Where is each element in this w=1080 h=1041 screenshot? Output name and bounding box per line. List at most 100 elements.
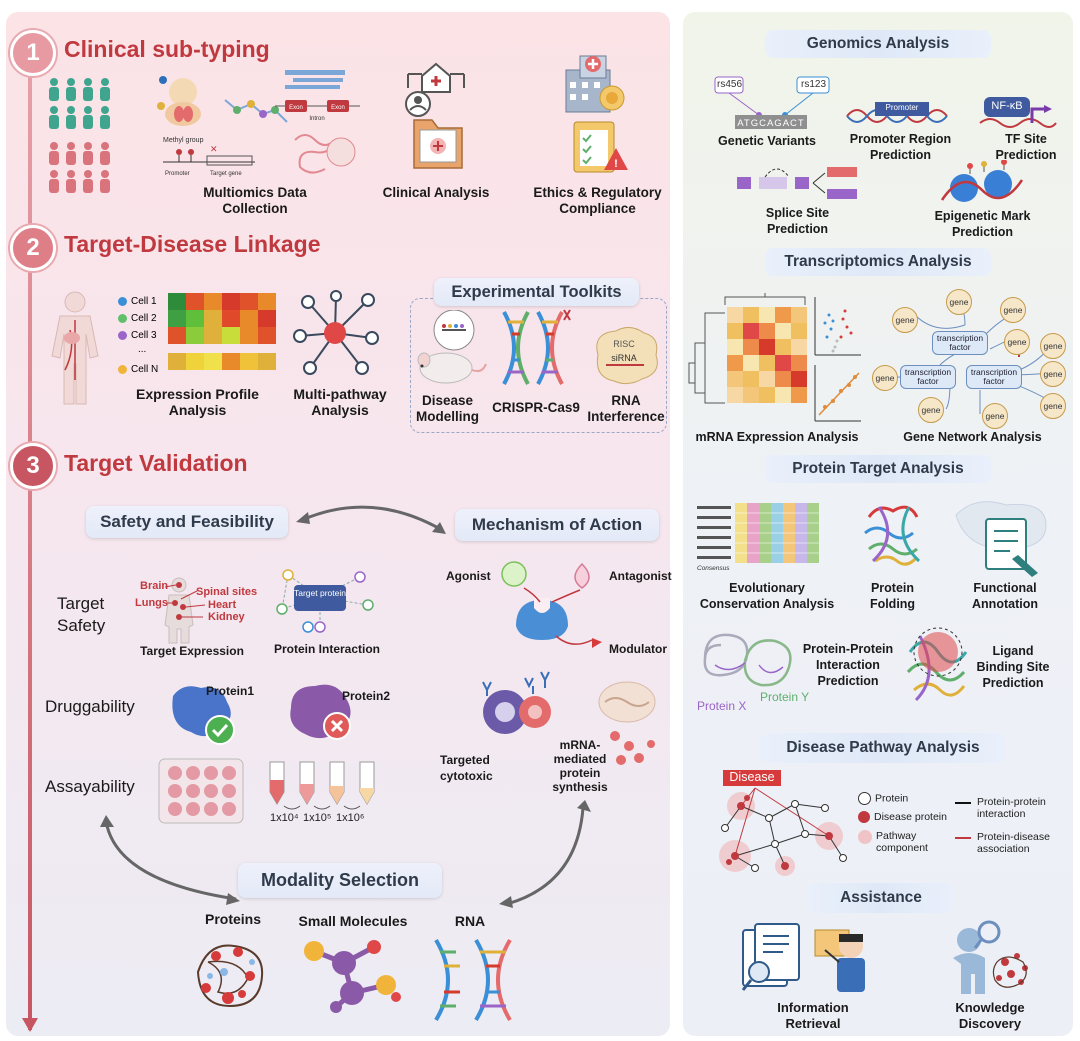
cell-row: ... <box>118 344 170 361</box>
splice-site-label: Splice Site Prediction <box>765 206 830 236</box>
patient-population-icon <box>49 78 110 193</box>
agonist-label: Agonist <box>446 569 491 583</box>
organ-kidney-label: Kidney <box>208 611 245 623</box>
small-molecule-icon <box>304 940 401 1013</box>
target-safety-text: Target Safety <box>57 594 106 635</box>
target-safety-label: Target Safety <box>57 593 117 637</box>
mechanism-of-action-pill: Mechanism of Action <box>455 509 659 541</box>
promoter-region-label: Promoter Region Prediction <box>849 132 952 162</box>
gene-node: gene <box>872 365 898 391</box>
dilution-1-label: 1x10⁴ <box>270 812 299 824</box>
nfkb-label: NF-κB <box>991 100 1023 112</box>
exon-1-text: Exon <box>289 105 303 111</box>
methyl-group-text: Methyl group <box>163 137 204 144</box>
tf-site-icon <box>979 97 1057 128</box>
protein-target-pill: Protein Target Analysis <box>765 455 991 483</box>
gene-node: gene <box>1004 329 1030 355</box>
timeline-bar <box>28 70 32 1030</box>
target-expression-label: Target Expression <box>140 644 244 658</box>
bidirectional-arrow-top <box>296 505 446 534</box>
modality-arrow-right <box>499 800 591 908</box>
transcription-factor-node: transcription factor <box>900 365 956 389</box>
dilution-2-label: 1x10⁵ <box>303 812 332 824</box>
genomics-analysis-pill: Genomics Analysis <box>765 30 991 58</box>
risc-text: RISC <box>613 339 635 349</box>
cell-dot-icon <box>118 297 127 306</box>
cell-label: Cell 3 <box>131 330 157 341</box>
section-2-number: 2 <box>10 225 56 271</box>
sequence-alignment-icon: Consensus <box>697 503 819 572</box>
protein-y-label: Protein Y <box>760 690 810 704</box>
protein1-label: Protein1 <box>206 684 255 698</box>
body-organs-icon <box>164 577 206 644</box>
experimental-toolkits-title: Experimental Toolkits <box>434 278 639 306</box>
rs456-label: rs456 <box>717 79 743 90</box>
cell-row: Cell 2 <box>118 310 170 327</box>
organ-heart-label: Heart <box>208 599 237 611</box>
protein1-druggable-icon <box>172 686 235 745</box>
cell-label: Cell 2 <box>131 313 157 324</box>
dilution-3-label: 1x10⁶ <box>336 812 365 824</box>
rna-interference-label: RNA Interference <box>587 393 665 424</box>
protein-folding-icon <box>864 505 921 566</box>
gene-node: gene <box>982 403 1008 429</box>
receptor-mechanism-icon <box>501 561 602 648</box>
organ-spinal-label: Spinal sites <box>196 586 258 598</box>
sirna-text: siRNA <box>611 353 637 363</box>
protein2-undruggable-icon <box>290 684 351 740</box>
genetic-variants-label: Genetic Variants <box>718 134 816 148</box>
section-1-number: 1 <box>10 30 56 76</box>
cell-list: Cell 1 Cell 2 Cell 3 ... Cell N <box>118 293 170 378</box>
clinical-analysis-label: Clinical Analysis <box>382 185 490 200</box>
legend-pd-text: Protein-disease association <box>977 831 1050 855</box>
legend-pathway-swatch <box>858 830 872 844</box>
cell-dot-icon <box>118 314 127 323</box>
protein-interaction-network: Target protein <box>276 569 374 633</box>
rna-label: RNA <box>454 913 486 929</box>
legend-disease-text: Disease protein <box>874 811 947 823</box>
tf-site-label: TF Site Prediction <box>995 132 1057 162</box>
svg-text:✕: ✕ <box>210 144 218 154</box>
antagonist-label: Antagonist <box>609 569 672 583</box>
modality-selection-pill: Modality Selection <box>238 863 442 898</box>
ligand-binding-icon <box>906 627 968 702</box>
dna-sequence-text: ATGCAGACT <box>737 118 804 129</box>
druggability-label: Druggability <box>45 697 135 716</box>
target-protein-text: Target protein <box>294 588 346 598</box>
gene-network-label: Gene Network Analysis <box>903 430 1042 444</box>
gene-node: gene <box>1040 333 1066 359</box>
promoter-box-label: Promoter <box>885 103 919 112</box>
mrna-heatmap-icon <box>688 293 861 422</box>
multiomics-label: Multiomics Data Collection <box>203 185 307 216</box>
evolutionary-label: Evolutionary Conservation Analysis <box>699 581 835 611</box>
knowledge-discovery-label: Knowledge Discovery <box>955 1000 1025 1031</box>
small-molecules-label: Small Molecules <box>298 913 408 929</box>
expression-heatmap <box>168 293 276 370</box>
transcription-factor-node: transcription factor <box>932 331 988 355</box>
crispr-dna-icon <box>502 309 571 385</box>
multi-pathway-label: Multi-pathway Analysis <box>293 386 387 418</box>
section-1-title: Clinical sub-typing <box>64 36 270 62</box>
epigenetic-label: Epigenetic Mark Prediction <box>934 209 1031 239</box>
ppi-label: Protein-Protein Interaction Prediction <box>802 642 894 688</box>
svg-text:!: ! <box>614 158 618 170</box>
protein-x-label: Protein X <box>697 699 747 713</box>
legend-pd-swatch <box>955 837 971 839</box>
cell-row: Cell 1 <box>118 293 170 310</box>
human-body-icon <box>51 291 99 405</box>
cell-row: Cell N <box>118 361 170 378</box>
risc-complex-icon: RISC siRNA <box>596 327 658 385</box>
section-2-title: Target-Disease Linkage <box>64 231 321 257</box>
legend-protein-swatch <box>858 792 871 805</box>
ethics-label: Ethics & Regulatory Compliance <box>533 185 662 216</box>
exon-2-text: Exon <box>331 105 345 111</box>
gene-node: gene <box>946 289 972 315</box>
transcription-factor-node: transcription factor <box>966 365 1022 389</box>
functional-annotation-label: Functional Annotation <box>972 581 1038 611</box>
knowledge-discovery-icon <box>953 920 1028 994</box>
information-retrieval-label: Information Retrieval <box>777 1000 849 1031</box>
genetic-variants-icon: ATGCAGACT <box>714 76 830 129</box>
well-plate-icon <box>158 758 244 824</box>
disease-label: Disease <box>729 770 775 784</box>
protein2-label: Protein2 <box>342 689 391 703</box>
